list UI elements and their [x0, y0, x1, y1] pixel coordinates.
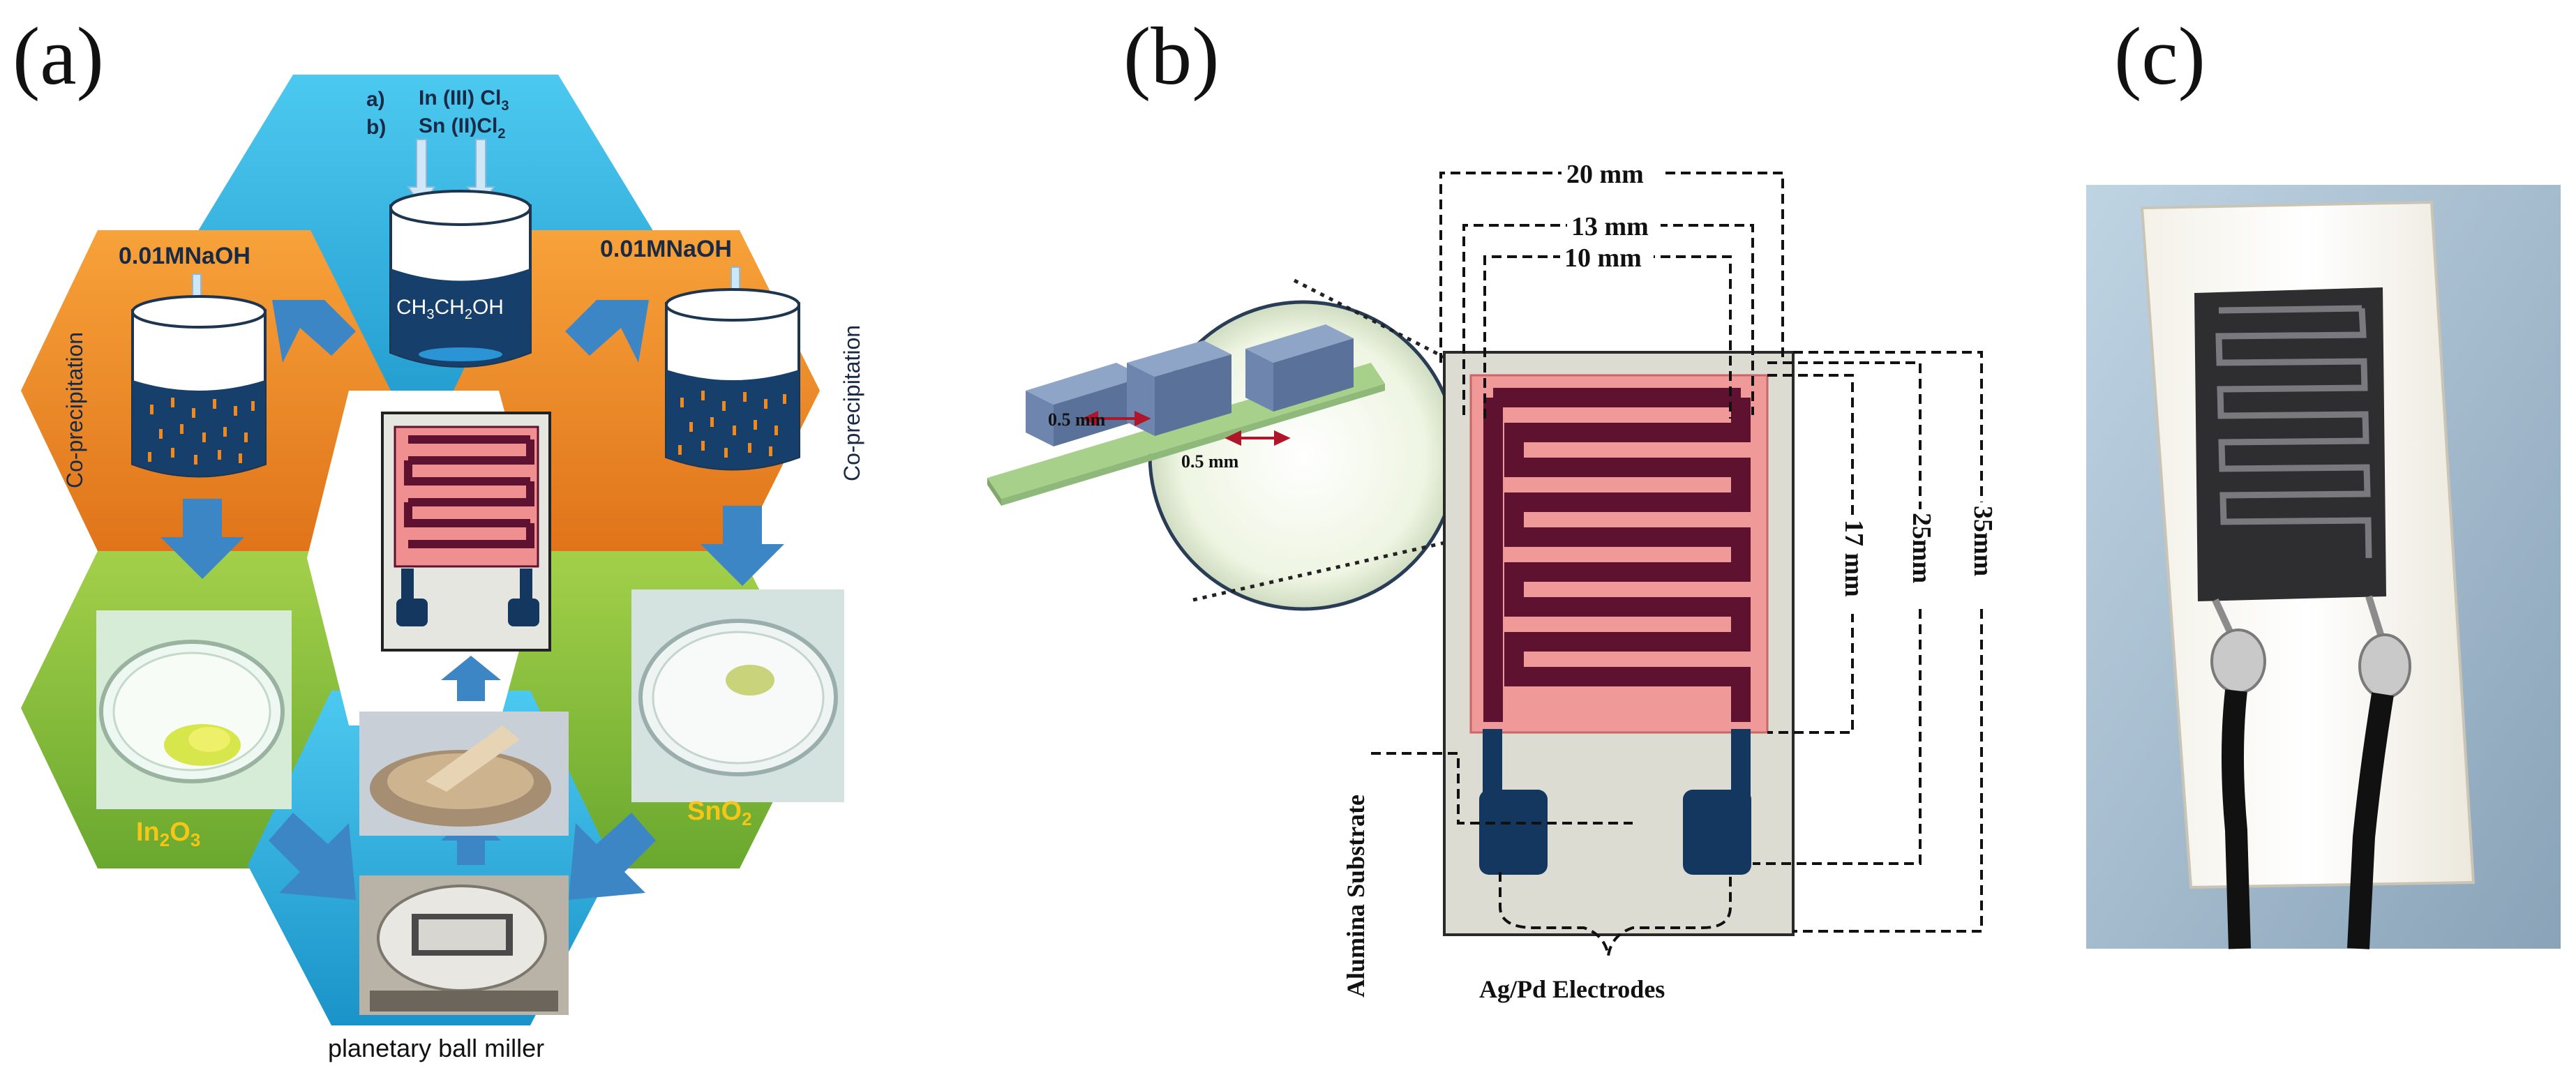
sensor-illustration-a [381, 412, 551, 652]
interdigitated-electrode [1483, 388, 1751, 722]
solder-joint-right [2358, 633, 2411, 699]
product-label-in2o3: In2O3 [136, 818, 200, 850]
panel-a-label: (a) [13, 10, 104, 102]
substrate-label: Alumina Substrate [1342, 795, 1370, 998]
dim-line-25mm [1753, 361, 1922, 865]
reagent-a-formula: In (III) Cl3 [419, 86, 509, 114]
coprecip-beaker-right [665, 288, 800, 471]
arrow-mill-up [441, 813, 501, 865]
dim-line-35mm [1793, 351, 1983, 933]
ethanol-formula: CH3CH2OH [396, 296, 504, 322]
process-arrows [160, 300, 784, 900]
mill-caption: planetary ball miller [328, 1034, 544, 1062]
pad-left [1479, 790, 1548, 875]
reagent-b-marker: b) [366, 116, 386, 139]
ball-mill-photo [359, 875, 569, 1015]
dim-line-13mm [1462, 224, 1754, 415]
naoh-label-right: 0.01MNaOH [600, 236, 732, 262]
petri-dish-photo-right [631, 589, 844, 802]
electrode-brace [1499, 872, 1732, 956]
panel-b: (b) 0.5 mm 0.5 mm [987, 10, 1998, 1003]
reagent-a-marker: a) [366, 88, 385, 111]
reagent-list: a) b) In (III) Cl3 Sn (II)Cl2 [366, 86, 509, 142]
naoh-label-left: 0.01MNaOH [119, 243, 250, 269]
electrode-fingers-3d [987, 324, 1385, 506]
mortar-pestle-photo [359, 712, 569, 836]
wire-right [2347, 692, 2394, 949]
arrow-to-sensor [441, 656, 501, 701]
coprecip-label-right: Co-precipitation [839, 325, 864, 481]
arrow-to-left-beaker [272, 300, 356, 363]
coprecip-beaker-left [131, 295, 267, 478]
panel-a: (a) a) b) In (III) Cl3 Sn (II)Cl2 CH3CH2… [13, 10, 864, 1062]
gap-arrows [1081, 410, 1291, 446]
dim-label-10mm: 10 mm [1564, 243, 1642, 273]
gap-label-2: 0.5 mm [1181, 451, 1239, 472]
ethanol-beaker [389, 190, 532, 368]
electrodes-label: Ag/Pd Electrodes [1479, 975, 1665, 1003]
gap-label-1: 0.5 mm [1048, 409, 1106, 430]
arrow-down-left [160, 499, 244, 579]
coprecip-label-left: Co-precipitation [62, 332, 87, 488]
pad-right [1683, 790, 1751, 875]
dim-label-35mm: 35mm [1968, 506, 1998, 576]
arrow-to-mill-left [269, 813, 356, 900]
sensor-photo [2086, 185, 2561, 949]
dim-label-13mm: 13 mm [1571, 212, 1649, 241]
wire-left [2222, 689, 2251, 949]
dim-label-17mm: 17 mm [1839, 520, 1869, 597]
reagent-b-formula: Sn (II)Cl2 [419, 114, 505, 142]
zoom-line-lower [1192, 511, 1578, 602]
panel-c-label: (c) [2114, 10, 2206, 102]
dim-label-25mm: 25mm [1907, 513, 1936, 583]
product-label-sno2: SnO2 [687, 797, 752, 829]
arrow-to-right-beaker [565, 300, 649, 363]
panel-c: (c) [2086, 10, 2561, 949]
panel-b-label: (b) [1123, 10, 1220, 102]
petri-dish-photo-left [96, 610, 292, 809]
arrow-to-mill-right [569, 813, 656, 900]
arrow-down-right [701, 506, 784, 586]
solder-joint-left [2210, 629, 2266, 694]
dim-label-20mm: 20 mm [1566, 160, 1644, 189]
